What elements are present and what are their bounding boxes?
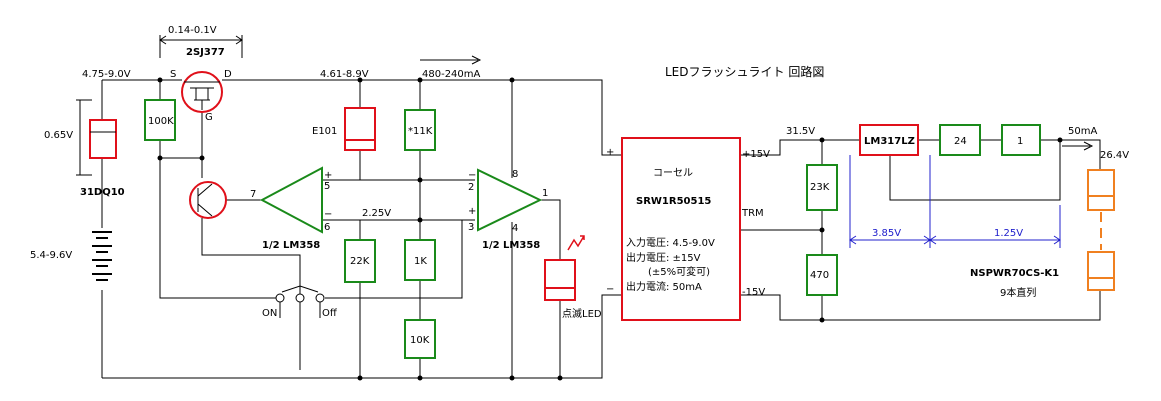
light-rays-icon <box>567 235 585 251</box>
opamp-b <box>477 168 543 232</box>
v385-label: 3.85V <box>872 228 901 239</box>
diode-dimension <box>76 99 92 176</box>
opamp-b-label: 1/2 LM358 <box>482 240 540 251</box>
pin-a-minus: − <box>324 209 332 220</box>
r11k-label: *11K <box>408 126 433 137</box>
fet-s-label: S <box>170 69 176 80</box>
diagram-title: LEDフラッシュライト 回路図 <box>665 64 824 79</box>
r22k-label: 22K <box>350 256 370 267</box>
pin-a-plus: + <box>324 170 332 181</box>
conv-spec3: (±5%可変可) <box>648 265 710 278</box>
diode-label: 31DQ10 <box>80 187 125 198</box>
resistor-470 <box>806 254 838 296</box>
capacitor-e101 <box>344 107 376 151</box>
led-string-label: NSPWR70CS-K1 <box>970 268 1059 279</box>
vgs-label: 0.14-0.1V <box>168 25 217 36</box>
current-out-label: 50mA <box>1068 126 1097 137</box>
out-plus-voltage: 31.5V <box>786 126 815 137</box>
voltage-annotation <box>849 155 1061 248</box>
pin-a6: 6 <box>324 222 330 233</box>
power-switch[interactable] <box>275 285 325 370</box>
conv-spec1: 入力電圧: 4.5-9.0V <box>626 236 715 249</box>
conv-spec4: 出力電流: 50mA <box>626 280 702 293</box>
pin-b-minus: − <box>468 170 476 181</box>
battery <box>92 231 112 281</box>
pin-b8: 8 <box>512 169 518 180</box>
regulator-lm317lz <box>859 124 919 156</box>
pin-b2: 2 <box>468 182 474 193</box>
r470-label: 470 <box>810 270 829 281</box>
e101-label: E101 <box>312 126 337 137</box>
diode-31dq10 <box>89 119 117 159</box>
fet-2sj377 <box>181 71 223 113</box>
switch-off-label: Off <box>322 308 338 319</box>
r100k-label: 100K <box>148 116 174 127</box>
conv-spec2: 出力電圧: ±15V <box>626 251 701 264</box>
r24-label: 24 <box>954 136 967 147</box>
conv-in-minus: − <box>606 284 614 295</box>
pin-a5: 5 <box>324 181 330 192</box>
opamp-a-label: 1/2 LM358 <box>262 240 320 251</box>
after-fet-voltage-label: 4.61-8.9V <box>320 69 369 80</box>
flash-led <box>544 259 576 301</box>
fet-d-label: D <box>224 69 232 80</box>
junctions <box>157 77 1063 381</box>
resistor-100k <box>144 99 176 141</box>
wires <box>101 55 1101 379</box>
r1-label: 1 <box>1017 136 1023 147</box>
conv-in-plus: + <box>606 147 614 158</box>
resistor-10k <box>404 319 436 359</box>
vgs-dimension <box>159 35 243 58</box>
conv-out-plus: +15V <box>742 149 770 160</box>
v125-label: 1.25V <box>994 228 1023 239</box>
diode-drop-label: 0.65V <box>44 130 73 141</box>
pin-a7: 7 <box>250 189 256 200</box>
r10k-label: 10K <box>410 335 430 346</box>
led-string-bottom <box>1087 251 1115 291</box>
input-voltage-label: 4.75-9.0V <box>82 69 131 80</box>
flash-led-label: 点滅LED <box>562 308 602 320</box>
resistor-23k <box>806 164 838 211</box>
switch-on-label: ON <box>262 308 277 319</box>
battery-label: 5.4-9.6V <box>30 250 72 261</box>
reg-label: LM317LZ <box>864 136 915 147</box>
pin-b-plus: + <box>468 206 476 217</box>
r1k-label: 1K <box>414 256 427 267</box>
conv-model: SRW1R50515 <box>636 196 711 207</box>
resistor-24 <box>939 124 981 156</box>
resistor-1 <box>1001 124 1041 156</box>
conv-out-trm: TRM <box>741 208 764 219</box>
resistor-11k <box>404 109 436 151</box>
resistor-22k <box>344 239 376 283</box>
current-range-label: 480-240mA <box>422 69 481 80</box>
r23k-label: 23K <box>810 182 830 193</box>
pin-b3: 3 <box>468 222 474 233</box>
resistor-1k <box>404 239 436 281</box>
opamp-a <box>259 166 323 234</box>
led-count-label: 9本直列 <box>1000 286 1036 299</box>
ref-voltage-label: 2.25V <box>362 208 391 219</box>
led-voltage-label: 26.4V <box>1100 150 1129 161</box>
conv-maker: コーセル <box>653 167 693 179</box>
dcdc-converter <box>621 137 741 321</box>
fet-g-label: G <box>205 112 213 123</box>
conv-out-minus: -15V <box>742 287 765 298</box>
pin-b1: 1 <box>542 188 548 199</box>
fet-label: 2SJ377 <box>186 47 225 58</box>
pin-b4: 4 <box>512 223 518 234</box>
transistor <box>189 181 227 219</box>
led-string-top <box>1087 169 1115 211</box>
